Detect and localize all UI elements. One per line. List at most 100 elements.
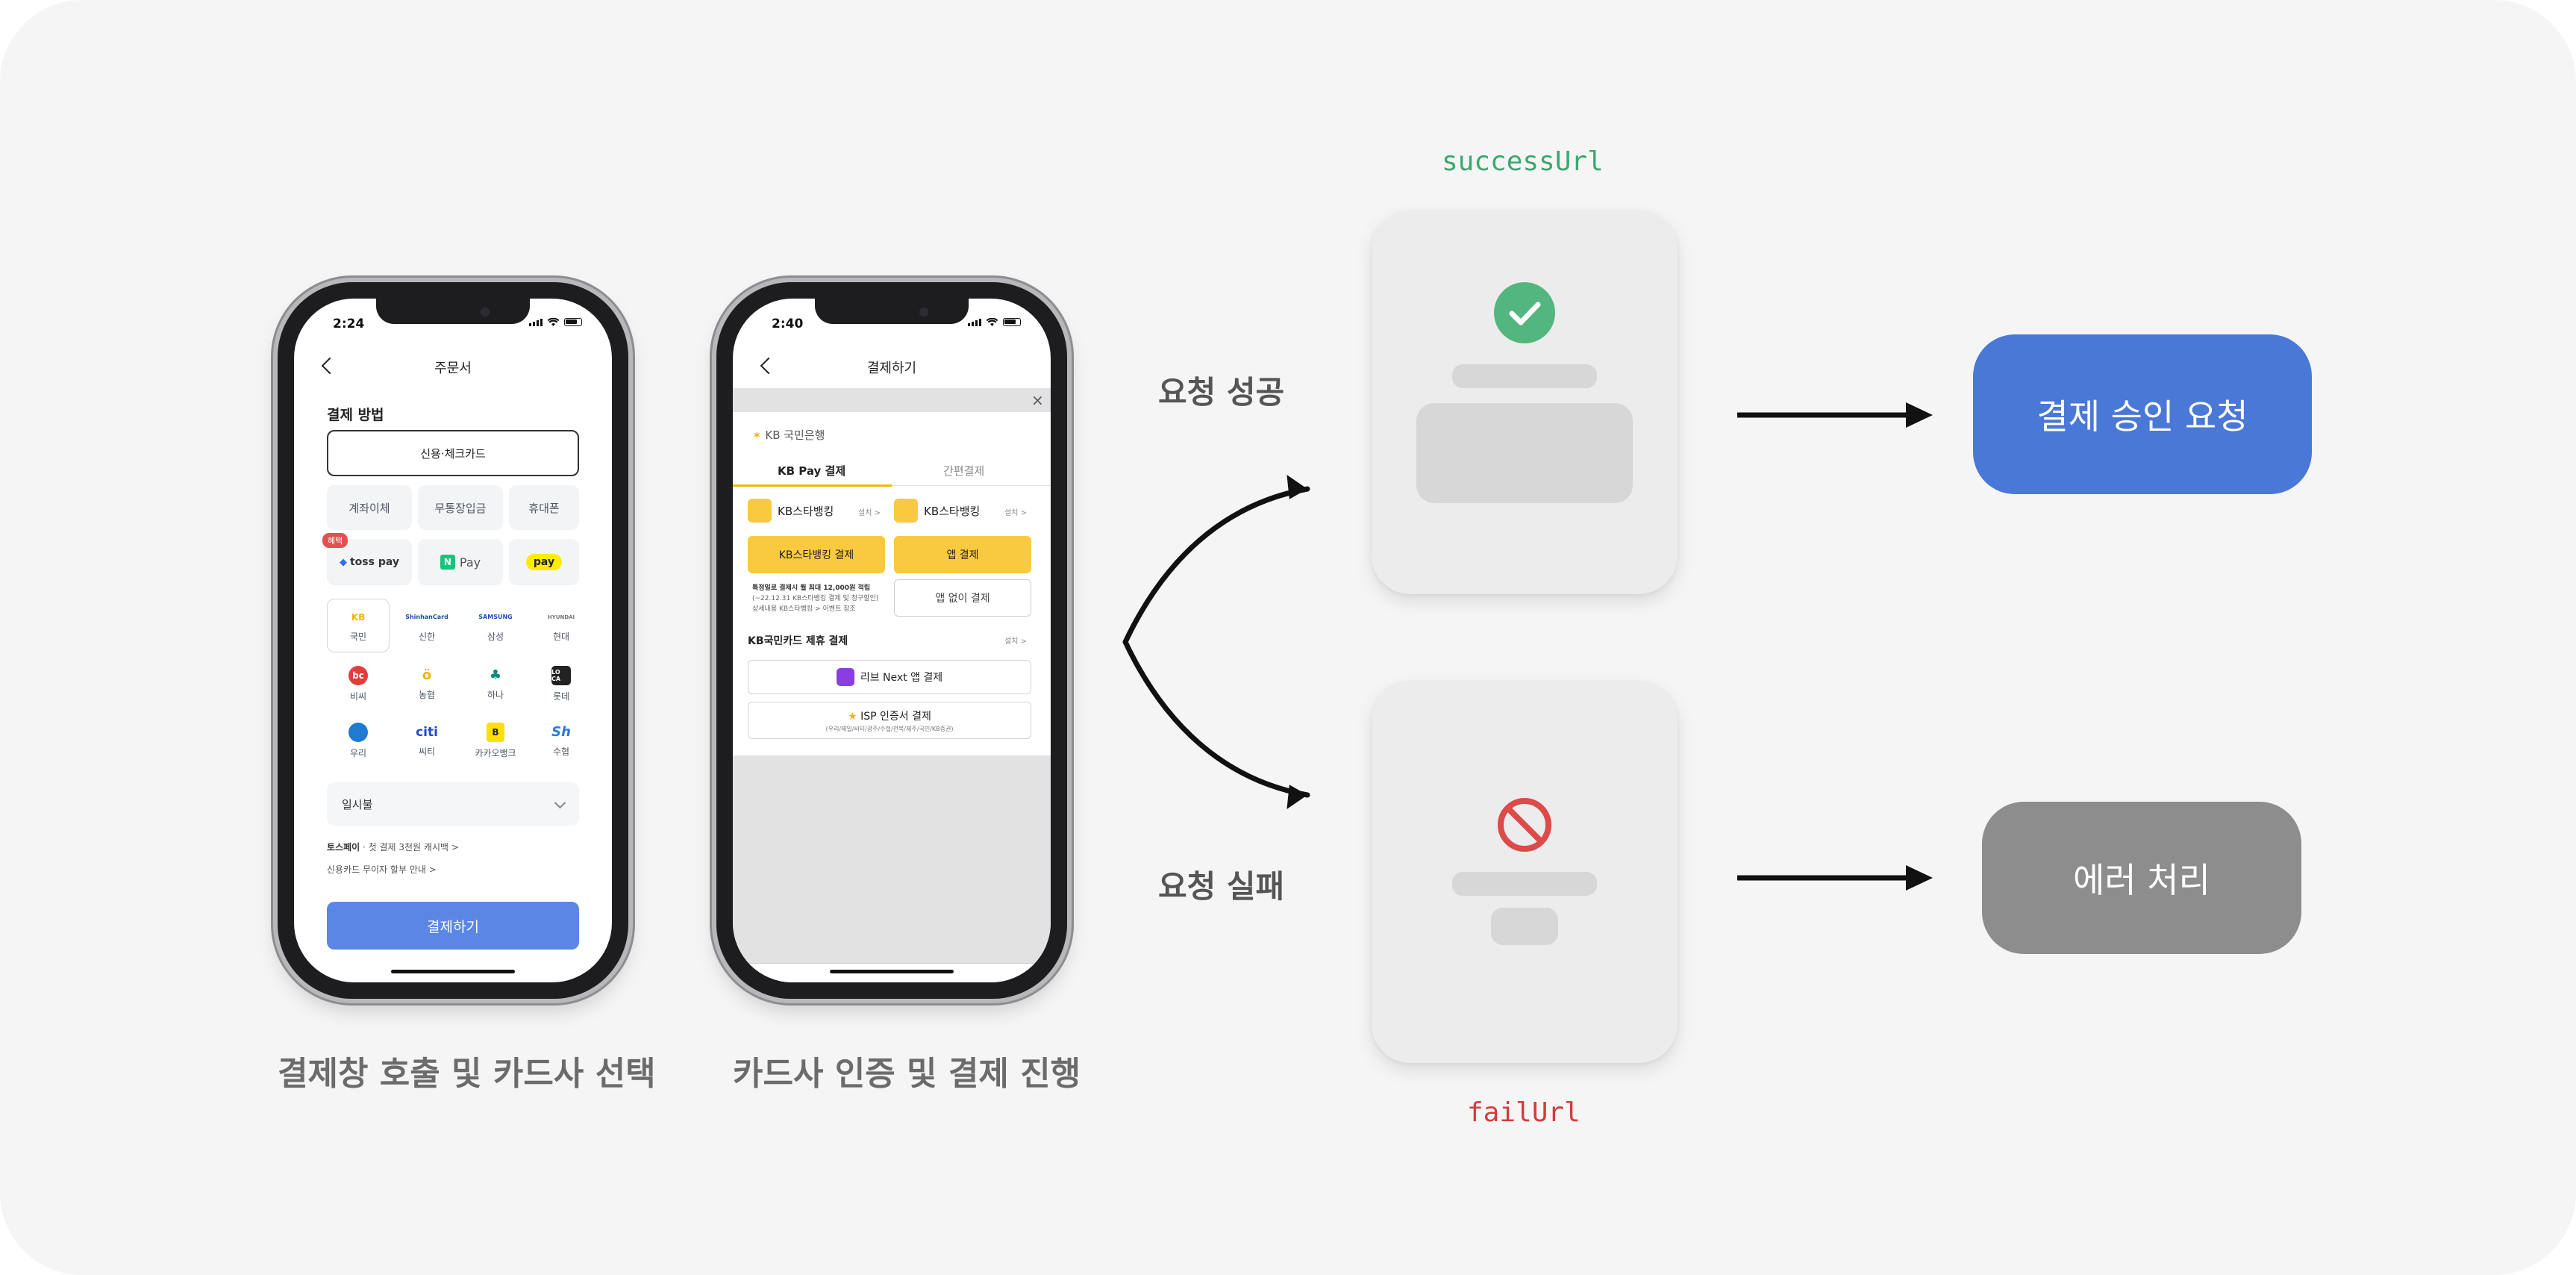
bottom-divider: [733, 963, 1051, 964]
close-icon[interactable]: ×: [1031, 391, 1044, 409]
tab-easy-pay[interactable]: 간편결제: [943, 464, 985, 478]
liiv-icon: [836, 668, 854, 686]
bc-logo-icon: bc: [348, 665, 368, 685]
bank-lotte[interactable]: LO CA 롯데: [530, 657, 593, 711]
pay-button[interactable]: 결제하기: [327, 902, 579, 950]
fail-card: [1372, 681, 1678, 1063]
caption-select-card: 결제창 호출 및 카드사 선택: [278, 1055, 656, 1093]
bank-shinhan[interactable]: ShinhanCard 신한: [396, 599, 458, 652]
phone1-screen: 2:24 주문서 결제 방법 신용·체크카드 계좌이체 무통장입금 휴대폰 ◆ …: [294, 299, 612, 982]
signal-icon: [529, 319, 543, 326]
no-app-pay-button[interactable]: 앱 없이 결제: [894, 579, 1031, 617]
app2-name: KB스타뱅킹: [924, 505, 981, 518]
bank-citi[interactable]: citi 씨티: [416, 724, 438, 757]
status-time: 2:24: [333, 317, 365, 331]
status-icons: [968, 318, 1021, 326]
phone2-screen: 2:40 결제하기 × ✶ KB 국민은행 KB Pay 결제 간편결제 KB: [733, 299, 1051, 982]
success-branch-line: [1122, 486, 1310, 645]
placeholder-block: [1416, 403, 1633, 503]
bank-woori[interactable]: 우리: [327, 714, 390, 767]
isp-icon: ★: [848, 710, 857, 723]
installment-select[interactable]: 일시불: [327, 782, 579, 826]
bank-bc[interactable]: bc 비씨: [327, 657, 390, 711]
method-deposit[interactable]: 무통장입금: [418, 485, 503, 530]
shinhan-logo-icon: ShinhanCard: [405, 614, 448, 620]
kb-star-icon: ✶: [752, 428, 762, 442]
home-indicator: [830, 970, 954, 973]
method-kakao-pay[interactable]: pay: [509, 539, 579, 585]
samsung-logo-icon: SAMSUNG: [478, 614, 513, 620]
notice-line-3: 상세내용 KB스타뱅킹 > 이벤트 참조: [752, 605, 856, 613]
branch-arrows: [1122, 474, 1310, 810]
partner-install[interactable]: 설치 >: [1004, 638, 1027, 646]
prohibited-icon: [1498, 798, 1551, 852]
bank-hyundai[interactable]: HYUNDAI 현대: [530, 599, 593, 652]
promo-line: 토스페이 · 첫 결제 3천원 캐시백 >: [327, 842, 459, 852]
arrow-right-icon: [1737, 865, 1933, 891]
caption-card-auth: 카드사 인증 및 결제 진행: [733, 1055, 1081, 1093]
success-card: [1372, 211, 1678, 594]
status-time: 2:40: [772, 317, 804, 331]
notice-line-1: 특정일로 결제시 월 최대 12,000원 적립: [752, 584, 871, 592]
method-credit-card[interactable]: 신용·체크카드: [327, 430, 579, 476]
kbstar-app-icon: [748, 499, 772, 523]
battery-icon: [1003, 318, 1021, 326]
battery-icon: [564, 318, 582, 326]
fail-branch-line: [1122, 639, 1310, 798]
kb-bank-name: ✶ KB 국민은행: [752, 428, 825, 442]
app2-install[interactable]: 설치 >: [1004, 509, 1027, 517]
bank-kakaobank[interactable]: B 카카오뱅크: [464, 714, 527, 767]
approve-request-box: 결제 승인 요청: [1973, 334, 2312, 494]
naver-icon: N: [440, 555, 455, 570]
error-handling-box: 에러 처리: [1982, 802, 2301, 954]
label-fail: 요청 실패: [1158, 868, 1285, 905]
placeholder-bar: [1452, 364, 1597, 388]
success-url-label: successUrl: [1442, 146, 1604, 177]
woori-logo-icon: [348, 722, 368, 742]
tab-kb-pay[interactable]: KB Pay 결제: [778, 464, 846, 478]
chevron-down-icon: [554, 797, 566, 808]
method-phone[interactable]: 휴대폰: [509, 485, 579, 530]
kb-logo-icon: KB: [351, 611, 366, 623]
method-transfer[interactable]: 계좌이체: [327, 485, 412, 530]
bank-kb[interactable]: KB 국민: [327, 599, 390, 652]
partner-title: KB국민카드 제휴 결제: [748, 635, 848, 647]
notice-line-2: (~22.12.31 KB스타뱅킹 결제 및 청구할인): [752, 595, 879, 602]
nh-logo-icon: ö: [422, 667, 432, 683]
kbstar-pay-button[interactable]: KB스타뱅킹 결제: [748, 536, 885, 573]
label-success: 요청 성공: [1158, 374, 1285, 411]
tab-divider: [733, 485, 1051, 486]
citi-logo-icon: citi: [416, 724, 438, 740]
placeholder-bar: [1452, 872, 1597, 896]
bank-hana[interactable]: ♣ 하나: [464, 657, 527, 711]
notch: [376, 299, 530, 324]
hyundai-logo-icon: HYUNDAI: [547, 614, 575, 620]
status-icons: [529, 318, 582, 326]
nav-title: 주문서: [434, 361, 472, 376]
benefit-badge: 혜택: [322, 533, 348, 548]
bank-nh[interactable]: ö 농협: [396, 657, 458, 711]
app1-name: KB스타뱅킹: [778, 505, 834, 518]
signal-icon: [968, 319, 981, 326]
fail-url-label: failUrl: [1467, 1097, 1581, 1128]
method-npay[interactable]: N Pay: [418, 539, 503, 585]
success-arrowhead-icon: [1287, 474, 1307, 499]
liiv-pay-button[interactable]: 리브 Next 앱 결제: [748, 660, 1031, 694]
phone-order-sheet: 2:24 주문서 결제 방법 신용·체크카드 계좌이체 무통장입금 휴대폰 ◆ …: [278, 282, 628, 999]
tab-indicator: [733, 484, 892, 487]
bank-suhyup[interactable]: Sh 수협: [530, 714, 593, 767]
arrow-right-icon: [1737, 402, 1933, 428]
notch: [815, 299, 969, 324]
wifi-icon: [987, 318, 998, 326]
section-title: 결제 방법: [327, 407, 384, 423]
bank-samsung[interactable]: SAMSUNG 삼성: [464, 599, 527, 652]
no-interest-link[interactable]: 신용카드 무이자 할부 안내 >: [327, 864, 437, 875]
app-pay-button[interactable]: 앱 결제: [894, 536, 1031, 573]
isp-pay-button[interactable]: ★ ISP 인증서 결제 (우리/제일/씨티/광주/수협/전북/제주/국민/KB…: [748, 702, 1031, 739]
kakaobank-logo-icon: B: [487, 722, 504, 742]
suhyup-logo-icon: Sh: [551, 724, 571, 740]
phone-card-auth: 2:40 결제하기 × ✶ KB 국민은행 KB Pay 결제 간편결제 KB: [716, 282, 1067, 999]
toss-icon: ◆: [339, 556, 347, 568]
app1-install[interactable]: 설치 >: [858, 509, 881, 517]
